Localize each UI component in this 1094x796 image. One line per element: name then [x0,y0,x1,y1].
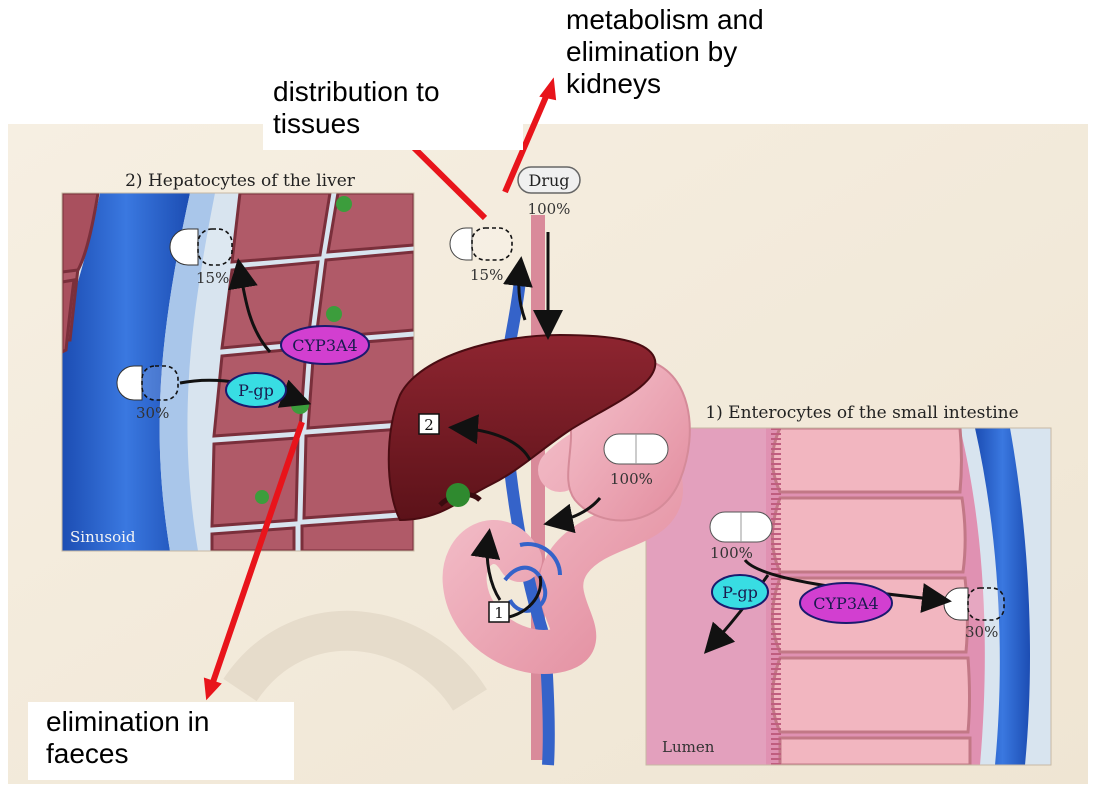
liver-cyp3a4-label: CYP3A4 [292,336,357,355]
liver-cyp3a4-enzyme: CYP3A4 [281,326,369,364]
lumen-label: Lumen [662,738,715,756]
liver-pgp-transporter: P-gp [226,373,286,407]
intestine-pgp-transporter: P-gp [712,575,768,609]
callout-faeces: elimination in faeces [28,702,294,780]
step-1-box: 1 [489,602,509,622]
sinusoid-label: Sinusoid [70,528,136,546]
gallbladder [446,483,470,507]
callout-tissues: distribution to tissues [263,76,523,150]
liver-pill-30-percent: 30% [136,404,169,422]
step-2-label: 2 [424,416,434,434]
step-1-label: 1 [494,604,504,622]
intestine-pill-100-percent: 100% [710,544,753,562]
intestine-cyp3a4-enzyme: CYP3A4 [800,583,892,623]
drug-percent: 100% [528,200,571,218]
liver-pgp-label: P-gp [238,381,274,400]
step-2-box: 2 [419,414,439,434]
liver-panel: 2) Hepatocytes of the liver [62,171,414,551]
stomach-pill-percent: 100% [610,470,653,488]
liver-pill-15-percent: 15% [196,269,229,287]
drug-label: Drug [528,171,569,190]
intestine-panel: 1) Enterocytes of the small intestine Lu… [646,403,1051,765]
intestine-cyp3a4-label: CYP3A4 [813,594,878,613]
callout-kidneys: metabolism and elimination by kidneys [566,4,806,100]
intestine-panel-title: 1) Enterocytes of the small intestine [705,403,1018,423]
liver-panel-title: 2) Hepatocytes of the liver [125,171,356,191]
intestine-pill-30-percent: 30% [965,623,998,641]
intestine-pgp-label: P-gp [722,583,758,602]
systemic-pill-15-percent: 15% [470,266,503,284]
